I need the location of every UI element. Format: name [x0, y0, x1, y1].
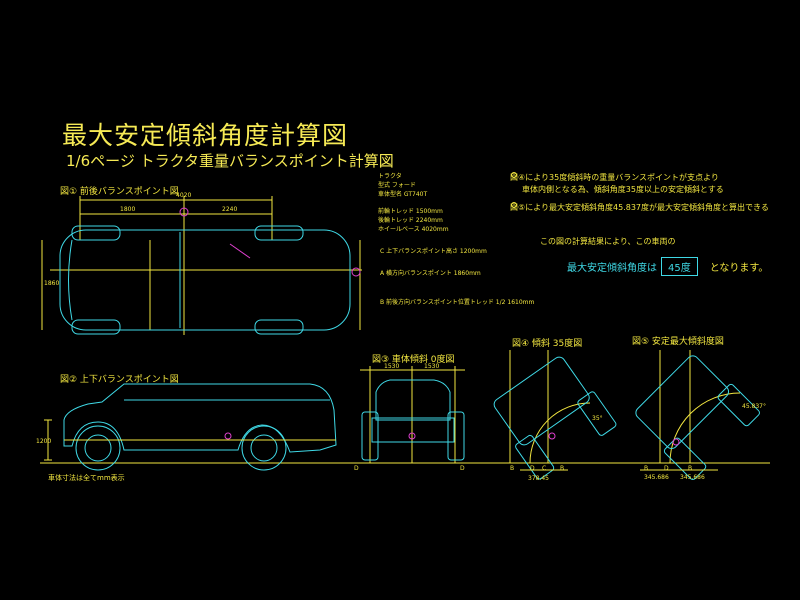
- vehicle-tilted-body: [493, 356, 590, 446]
- wheel-icon: [75, 425, 121, 471]
- balance-point-icon: [548, 432, 556, 440]
- wheel-hub-icon: [84, 434, 112, 462]
- wheel-hub-icon: [250, 434, 278, 462]
- point-label-b: B: [644, 465, 648, 472]
- point-label-b: B: [688, 465, 692, 472]
- wheel-icon: [515, 434, 555, 480]
- point-label-d: D: [664, 465, 669, 472]
- vehicle-front-body: [375, 379, 451, 421]
- figure-caption-tilt-35: 図④ 傾斜 35度図: [512, 339, 583, 349]
- dim-label-rear: 2240: [222, 206, 237, 213]
- dim-label-track-a: 345.686: [644, 474, 669, 481]
- vehicle-bumper: [371, 417, 455, 443]
- wheel-icon: [254, 225, 304, 241]
- conclusion-text: この図の計算結果により、この車両の: [540, 237, 676, 246]
- balance-point-icon: [672, 438, 680, 446]
- page-title: 最大安定傾斜角度計算図: [62, 121, 349, 150]
- point-label-d: D: [460, 465, 465, 472]
- front-view-drawing: [360, 366, 465, 463]
- spec-note-c: C 上下バランスポイント高さ 1200mm: [380, 248, 487, 255]
- spec-block: トラクタ 型式 フォード 車体型名 GT740T 前輪トレッド 1500mm 後…: [378, 172, 449, 234]
- dim-label-track-b: 345.686: [680, 474, 705, 481]
- spec-line: トラクタ: [378, 173, 402, 180]
- spec-line: 型式 フォード: [378, 182, 416, 189]
- figure-caption-front-view: 図③ 車体傾斜 0度図: [372, 355, 455, 365]
- dim-label-overall: 4020: [176, 192, 191, 199]
- result-label: 最大安定傾斜角度は: [567, 263, 657, 274]
- point-label-d: D: [530, 465, 535, 472]
- dim-label-front-right: 1530: [424, 363, 439, 370]
- dim-label-tilt-max: 45.837°: [742, 403, 766, 410]
- wheel-icon: [577, 391, 617, 436]
- result-value: 45度: [661, 257, 698, 276]
- wheel-icon: [71, 319, 121, 335]
- vehicle-tilted-body: [635, 355, 730, 450]
- top-view-drawing: [41, 196, 362, 335]
- wheel-icon: [717, 383, 760, 427]
- point-label-d: D: [354, 465, 359, 472]
- wheel-icon: [447, 411, 465, 461]
- remark-line-3: 図⑤により最大安定傾斜角度45.837度が最大安定傾斜角度と算出できる: [510, 203, 769, 212]
- max-tilt-drawing: [635, 350, 760, 480]
- spec-note-a: A 横方向バランスポイント 1860mm: [380, 270, 481, 277]
- result-line: 最大安定傾斜角度は 45度となります。: [567, 257, 768, 276]
- point-label-c: C: [542, 465, 546, 472]
- figure-caption-top-view: 図① 前後バランスポイント図: [60, 187, 179, 197]
- spec-line: ホイールベース 4020mm: [378, 226, 449, 233]
- dim-label-width: 1860: [44, 280, 59, 287]
- balance-point-icon: [179, 207, 189, 217]
- dim-label-height: 1200: [36, 438, 51, 445]
- bullet-icon: [511, 172, 517, 178]
- dim-label-front: 1800: [120, 206, 135, 213]
- leader-line: [229, 243, 251, 259]
- result-suffix: となります。: [709, 263, 769, 274]
- side-view-drawing: [40, 383, 770, 471]
- balance-point-icon: [351, 267, 361, 277]
- vehicle-front: [68, 239, 73, 321]
- point-label-b: B: [510, 465, 514, 472]
- angle-arc: [529, 402, 591, 464]
- spec-line: 車体型名 GT740T: [378, 191, 428, 198]
- wheel-icon: [254, 319, 304, 335]
- spec-line: 前輪トレッド 1500mm: [378, 208, 443, 215]
- wheel-icon: [663, 437, 707, 480]
- units-note: 車体寸法は全てmm表示: [48, 474, 125, 482]
- dim-label-lower: 378.45: [528, 475, 549, 482]
- spec-line: 後輪トレッド 2240mm: [378, 217, 443, 224]
- remark-line-1: 図④により35度傾斜時の重量バランスポイントが支点より: [510, 173, 719, 182]
- vehicle-outline: [59, 229, 351, 331]
- vehicle-body: [63, 383, 337, 453]
- figure-caption-max-tilt: 図⑤ 安定最大傾斜度図: [632, 337, 724, 347]
- point-label-b: B: [560, 465, 564, 472]
- balance-point-icon: [224, 432, 232, 440]
- wheel-icon: [241, 425, 287, 471]
- tilt-35-drawing: [493, 350, 617, 480]
- wheel-icon: [71, 225, 121, 241]
- wheel-icon: [361, 411, 379, 461]
- dim-label-front-left: 1530: [384, 363, 399, 370]
- dim-label-tilt-35: 35°: [592, 415, 603, 422]
- remark-line-2: 車体内側となる為、傾斜角度35度以上の安定傾斜とする: [522, 185, 724, 194]
- figure-caption-side-view: 図② 上下バランスポイント図: [60, 375, 179, 385]
- page-subtitle: 1/6ページ トラクタ重量バランスポイント計算図: [66, 152, 394, 170]
- spec-note-b: B 前後方向バランスポイント位置トレッド 1/2 1610mm: [380, 299, 535, 306]
- angle-arc: [669, 392, 741, 464]
- bullet-icon: [511, 202, 517, 208]
- balance-point-icon: [408, 432, 416, 440]
